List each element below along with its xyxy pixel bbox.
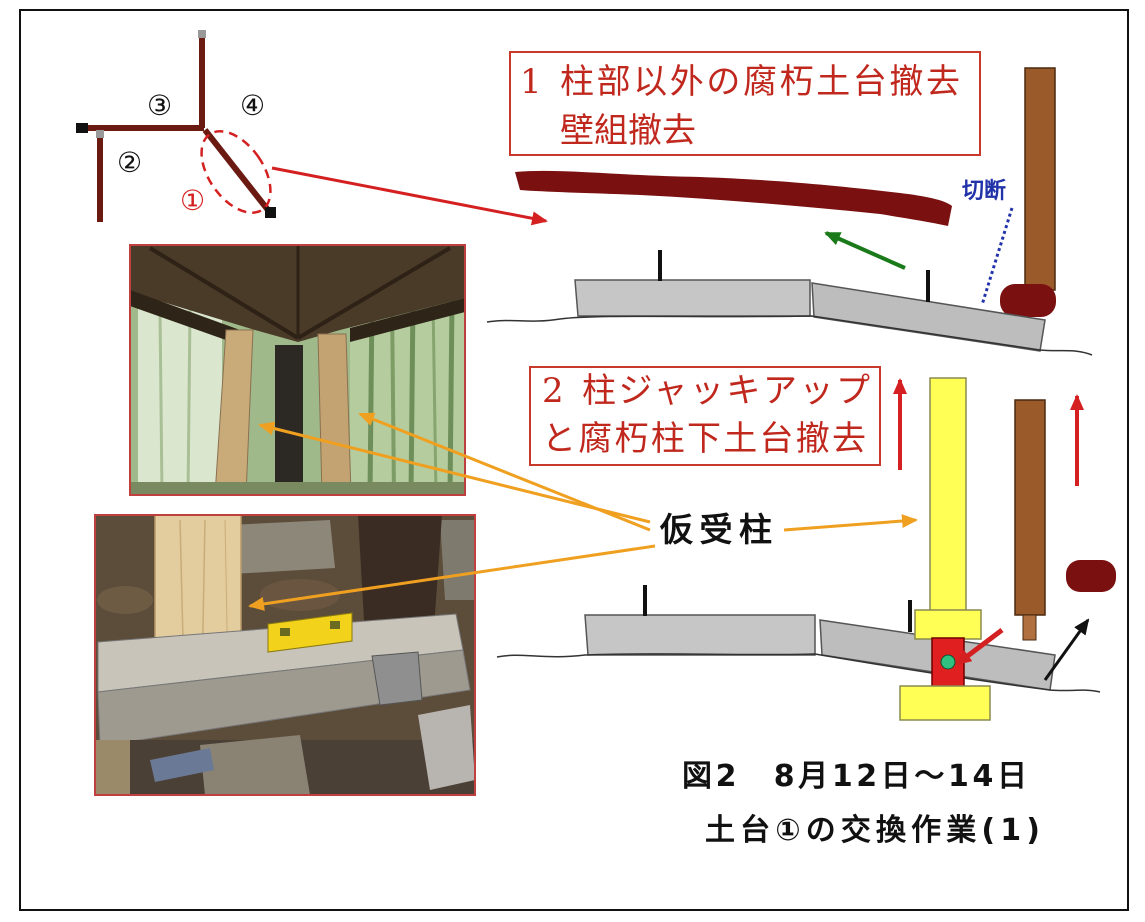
ground-line-top [486,315,1093,356]
ground-line-bottom [496,653,1101,693]
photo1-original-post [275,345,303,495]
plan-end-marker-left-top [96,130,104,138]
foundation-block-left [574,279,811,317]
callout-arrow-diagram [783,514,918,532]
photo2-leaf-litter-1 [97,586,153,614]
jack-pointer-arrow [955,628,1004,666]
photo1-beam-right [350,298,465,342]
sill-plan-diagram: ③ ④ ② ① [76,30,276,222]
plan-to-step1-arrow [271,166,548,226]
photo1-rafter-left [148,246,300,340]
removal-arrow-green [824,231,906,270]
photo1-rafter-right [296,246,452,340]
photo1-bamboo-3 [408,299,416,495]
photo2-concrete-upper-right [440,520,475,600]
plan-end-marker-left [76,123,88,133]
removed-rotten-sill-piece [1066,560,1116,592]
photo1-bamboo-2 [390,299,396,495]
jack-base-block [899,685,991,721]
rotten-sill-beam [515,170,952,226]
step2-callout: 2 柱ジャッキアップ と腐朽柱下土台撤去 [529,366,881,466]
temporary-post [929,377,967,613]
plan-label-2: ② [117,146,142,179]
callout-arrow-photo2 [248,544,656,611]
plan-label-4: ④ [240,89,265,122]
step2-illustration [496,377,1116,721]
step1-callout: 1 柱部以外の腐朽土台撤去 壁組撤去 [509,51,981,156]
cut-label: 切断 [962,178,1006,204]
photo-temporary-post-on-sill [95,515,475,795]
plan-member-diagonal [202,128,271,212]
lifted-post-tenon [1022,614,1037,641]
temporary-post-callout: 仮受柱 [248,412,918,611]
photo1-bamboo-5 [447,299,455,495]
photo2-concrete-step [230,520,335,574]
step1-illustration: 切断 [486,67,1093,356]
lifted-post [1014,399,1046,616]
foundation-block-left-lower [584,614,816,656]
plan-end-marker-top [198,30,206,38]
photo1-beam-left [130,290,240,345]
step1-line1: 柱部以外の腐朽土台撤去 [560,62,960,102]
step2-line1: 柱ジャッキアップ [582,371,870,411]
photo2-tool [150,748,214,782]
step1-box [509,51,981,156]
step1-number: 1 [520,62,542,102]
plan-label-3: ③ [147,89,172,122]
removal-arrow-black [1043,618,1090,681]
photo2-metal-bracket [371,651,423,706]
photo1-temporary-post-right [317,333,352,495]
step2-line2: と腐朽柱下土台撤去 [542,419,866,459]
photo1-bamboo-4 [431,299,438,495]
photo2-level-vial-1 [280,628,290,636]
temporary-post-label: 仮受柱 [659,510,772,549]
temporary-post-cap-block [914,609,982,640]
photo2-border [94,514,476,796]
photo2-hand-glove [418,705,475,790]
step2-box [529,366,881,466]
plan-highlight-ellipse [200,130,272,214]
callout-arrow-photo1-left [258,421,651,524]
photo1-bamboo-7 [186,309,192,495]
existing-post-top [1024,67,1056,291]
foundation-block-right-sloped [811,282,1046,352]
plan-label-1: ① [180,184,205,217]
photo2-block-bottom-left [95,740,130,795]
step2-number: 2 [542,371,564,411]
rotten-post-base-piece [1000,284,1056,317]
jack-valve [940,654,956,670]
callout-arrow-photo1-right [358,412,651,532]
cut-line [980,207,1014,306]
photo-temporary-posts-under-roof [130,245,465,495]
photo2-base-stone [200,735,310,795]
step1-line2: 壁組撤去 [560,111,696,151]
photo2-level-vial-2 [330,621,340,629]
plan-end-marker-diagonal [265,207,276,218]
photo1-border [129,244,466,496]
photo1-ground [130,482,465,495]
photo1-bamboo-6 [158,309,164,495]
photo1-temporary-post-left [214,329,254,495]
